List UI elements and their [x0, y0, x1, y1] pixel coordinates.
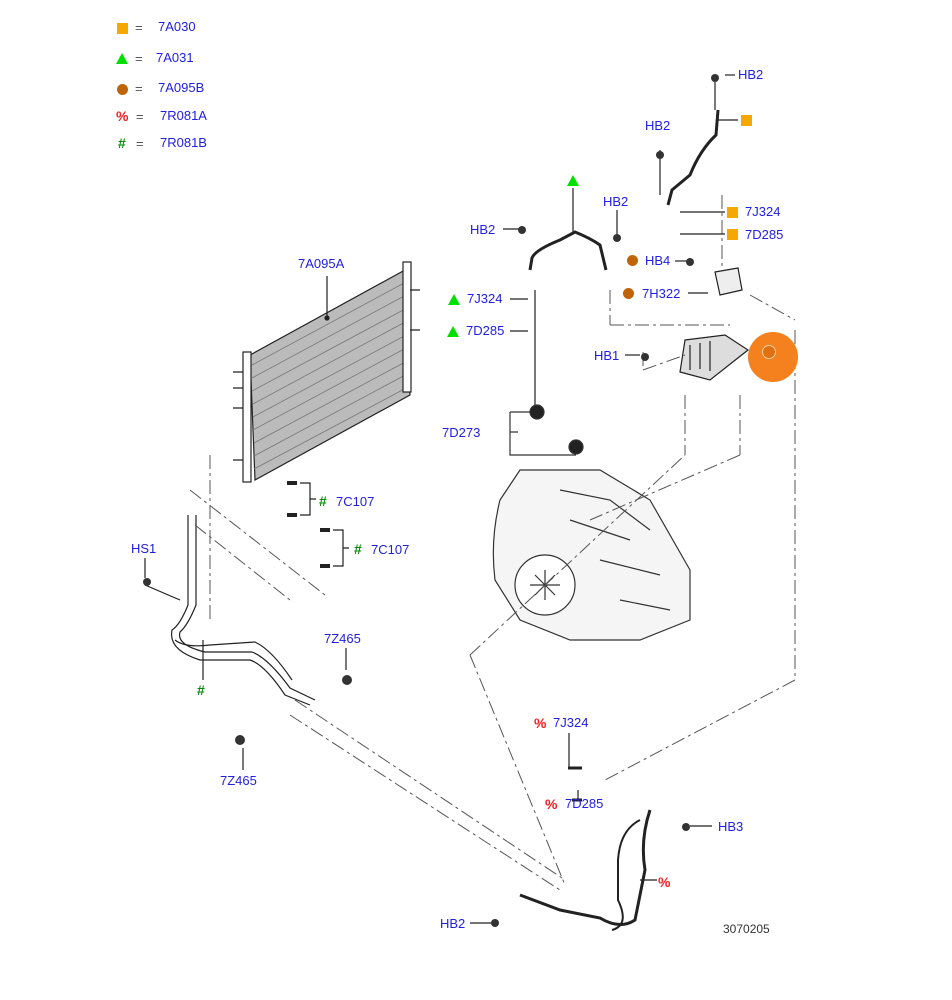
percent-marker-icon: % — [658, 874, 671, 890]
legend-equals: = — [135, 81, 143, 96]
legend-code: 7R081A — [160, 108, 207, 123]
hash-marker-icon: # — [354, 541, 362, 557]
condenser-7A095A — [233, 261, 420, 483]
label-7Z465-lower: 7Z465 — [220, 773, 257, 788]
legend-code: 7A030 — [158, 19, 196, 34]
label-7J324-percent: 7J324 — [553, 715, 589, 730]
label-hb3: HB3 — [718, 819, 744, 834]
label-hs1: HS1 — [131, 541, 157, 556]
label-7C107-b: 7C107 — [371, 542, 410, 557]
square-symbol-icon — [117, 23, 128, 34]
label-hb2-top: HB2 — [738, 67, 764, 82]
square-marker-icon — [727, 229, 738, 240]
circle-symbol-icon — [117, 84, 128, 95]
circle-marker-icon — [627, 255, 638, 266]
legend-equals: = — [135, 20, 143, 35]
legend-equals: = — [135, 51, 143, 66]
hash-marker-icon: # — [197, 682, 205, 698]
triangle-marker-icon — [447, 326, 459, 337]
label-7J324-square: 7J324 — [745, 204, 781, 219]
pipe-7A030 — [659, 82, 738, 206]
oil-cooler — [679, 267, 750, 381]
square-marker-icon — [741, 115, 752, 126]
label-hb2-tri-right: HB2 — [603, 194, 629, 209]
label-7Z465-upper: 7Z465 — [324, 631, 361, 646]
percent-symbol-icon: % — [116, 108, 129, 124]
diagram-reference-number: 3070205 — [723, 922, 770, 936]
triangle-symbol-icon — [116, 53, 128, 64]
label-hb2-bottom: HB2 — [440, 916, 466, 931]
label-hb1: HB1 — [594, 348, 620, 363]
percent-marker-icon: % — [534, 715, 547, 731]
transmission — [492, 404, 691, 641]
triangle-marker-icon — [567, 175, 579, 186]
cooler-lines-left — [170, 515, 316, 706]
clips-7C107 — [287, 481, 349, 568]
pipe-7A031 — [528, 188, 608, 410]
label-7A095A: 7A095A — [298, 256, 345, 271]
label-7C107-a: 7C107 — [336, 494, 375, 509]
label-hb2-upper: HB2 — [645, 118, 671, 133]
circle-marker-icon — [623, 288, 634, 299]
label-hb4: HB4 — [645, 253, 671, 268]
legend-equals: = — [136, 136, 144, 151]
label-7J324-triangle: 7J324 — [467, 291, 503, 306]
label-7D285-triangle: 7D285 — [466, 323, 505, 338]
label-7D285-square: 7D285 — [745, 227, 784, 242]
highlight-callout-icon — [748, 332, 798, 382]
square-marker-icon — [727, 207, 738, 218]
legend-code: 7A095B — [158, 80, 205, 95]
label-hb2-tri-left: HB2 — [470, 222, 496, 237]
label-7H322: 7H322 — [642, 286, 681, 301]
percent-marker-icon: % — [545, 796, 558, 812]
hash-marker-icon: # — [319, 493, 327, 509]
hash-symbol-icon: # — [118, 135, 126, 151]
cooler-lines-bottom — [519, 733, 652, 931]
legend-code: 7A031 — [156, 50, 194, 65]
label-7D273: 7D273 — [442, 425, 481, 440]
label-7D285-percent: 7D285 — [565, 796, 604, 811]
legend-equals: = — [136, 109, 144, 124]
legend-code: 7R081B — [160, 135, 207, 150]
triangle-marker-icon — [448, 294, 460, 305]
